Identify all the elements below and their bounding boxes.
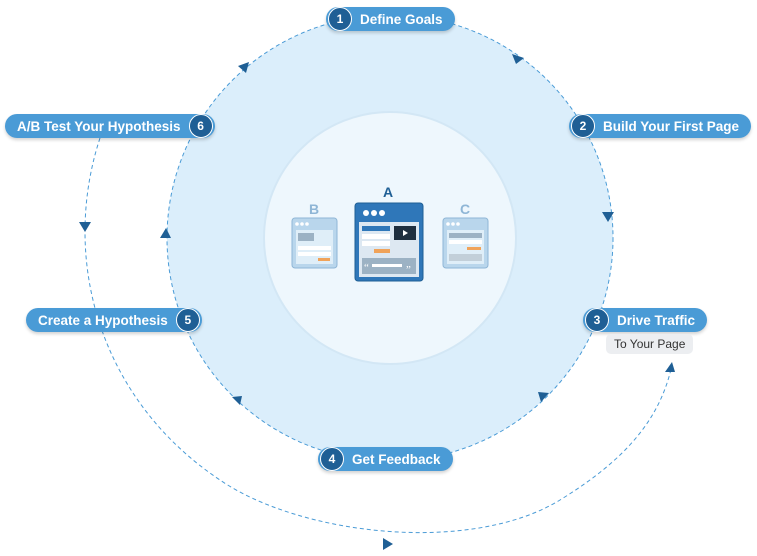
svg-text:“: “ [364, 262, 369, 274]
step-2-label: Build Your First Page [603, 118, 740, 134]
step-2-number: 2 [571, 114, 595, 138]
variant-b-card [291, 217, 338, 269]
arrow-outer-bottom [383, 538, 393, 550]
variant-a-card: “ ” [354, 202, 424, 282]
arrow-5-to-6 [160, 228, 171, 238]
variant-label-a: A [383, 184, 394, 200]
arrow-3-to-4 [538, 392, 549, 402]
step-2-build-first-page: 2 Build Your First Page [569, 114, 752, 138]
step-6-number: 6 [188, 114, 213, 138]
step-3-drive-traffic: 3 Drive Traffic [583, 308, 708, 332]
step-3-number: 3 [585, 308, 609, 332]
outer-loop-path [84, 137, 673, 534]
step-6-label: A/B Test Your Hypothesis [17, 118, 181, 134]
step-5-number: 5 [175, 308, 200, 332]
variant-label-c: C [460, 201, 471, 217]
variant-label-b: B [309, 201, 320, 217]
variant-c-card [442, 217, 489, 269]
step-5-label: Create a Hypothesis [38, 312, 168, 328]
step-1-number: 1 [328, 7, 352, 31]
step-1-label: Define Goals [360, 11, 443, 27]
step-4-number: 4 [320, 447, 344, 471]
step-3-sublabel: To Your Page [606, 334, 694, 354]
step-6-ab-test: A/B Test Your Hypothesis 6 [5, 114, 215, 138]
step-3-label: Drive Traffic [617, 312, 696, 328]
arrow-outer-up [665, 362, 675, 372]
step-1-define-goals: 1 Define Goals [326, 7, 455, 31]
arrow-outer-down [79, 222, 91, 232]
arrow-2-to-3 [602, 212, 614, 222]
arrow-1-to-2 [512, 54, 524, 64]
arrow-4-to-5 [232, 396, 242, 405]
svg-text:”: ” [406, 264, 411, 276]
step-4-get-feedback: 4 Get Feedback [318, 447, 453, 471]
arrow-6-to-1 [238, 62, 249, 73]
step-5-create-hypothesis: Create a Hypothesis 5 [26, 308, 202, 332]
step-4-label: Get Feedback [352, 451, 441, 467]
